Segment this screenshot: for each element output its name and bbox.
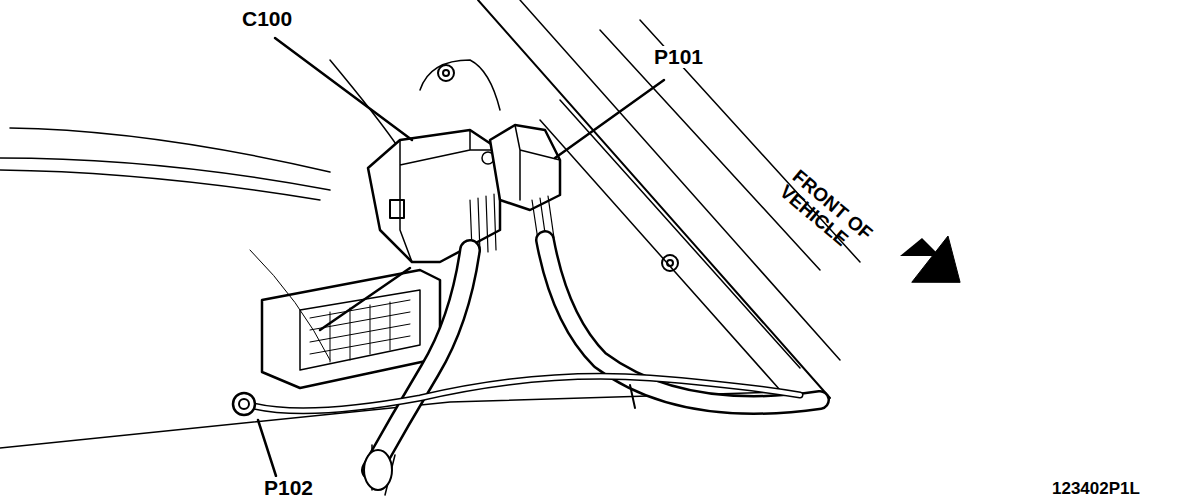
connector-label: P101 [652, 46, 705, 68]
direction-label: FRONT OF VEHICLE [774, 165, 883, 266]
figure-number: 123402P1L [1050, 480, 1142, 498]
connector-label: P102 [262, 477, 315, 499]
connector-label: C100 [240, 8, 294, 30]
